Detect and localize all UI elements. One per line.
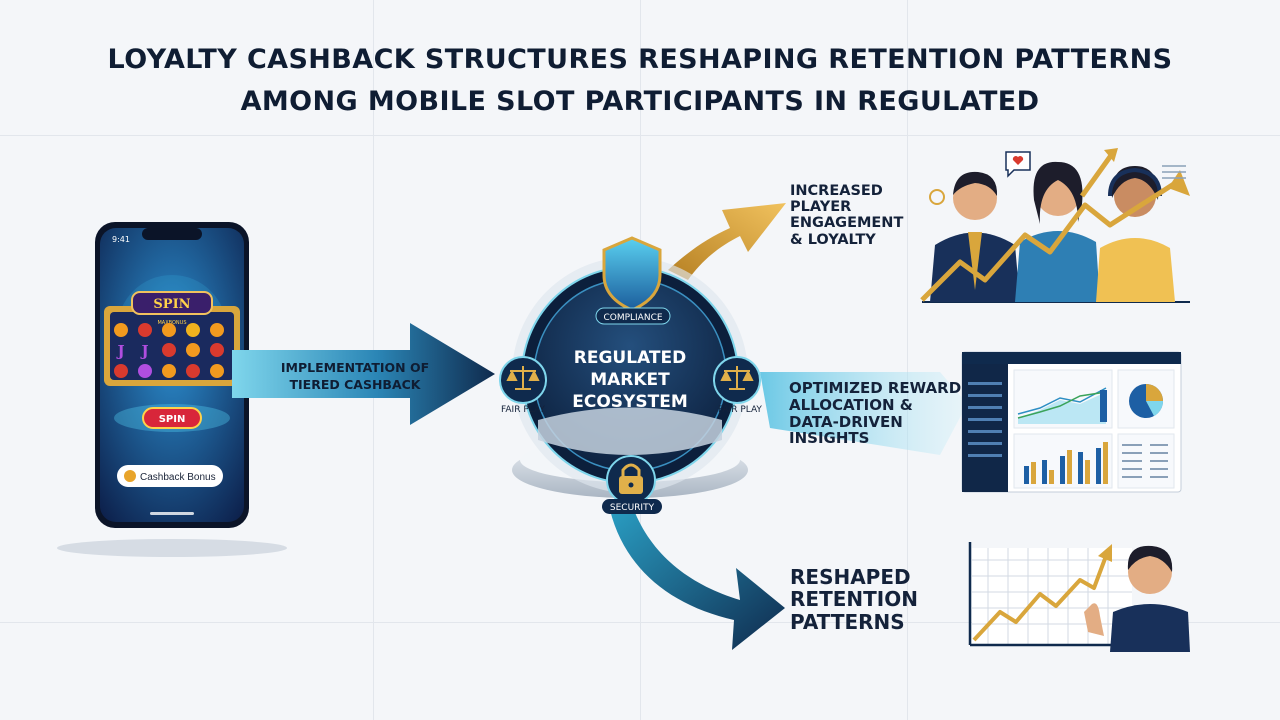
engagement-line-3: ENGAGEMENT	[790, 215, 904, 232]
compliance-label: COMPLIANCE	[603, 313, 662, 323]
analytics-dashboard	[961, 351, 1182, 493]
fair-play-left-label: FAIR PLAY	[501, 405, 545, 415]
grid-line	[0, 622, 1280, 623]
growth-illustration	[968, 542, 1190, 652]
engagement-line-4: & LOYALTY	[790, 231, 876, 248]
hub-ecosystem: REGULATED MARKET ECOSYSTEM COMPLIANCE FA…	[499, 236, 762, 514]
reward-label: OPTIMIZED REWARD ALLOCATION & DATA-DRIVE…	[789, 380, 961, 447]
slot-reels: J J	[114, 323, 224, 378]
security-label: SECURITY	[610, 503, 655, 513]
reward-line-4: INSIGHTS	[789, 429, 870, 448]
phone-illustration: 9:41 SPIN MAXBONUS J J SPIN Cashback Bon…	[57, 222, 287, 557]
hub-line-3: ECOSYSTEM	[572, 392, 687, 412]
implementation-label-1: IMPLEMENTATION OF	[281, 360, 429, 375]
reward-line-1: OPTIMIZED REWARD	[789, 379, 962, 397]
reward-line-3: DATA-DRIVEN	[789, 412, 903, 431]
reward-line-2: ALLOCATION &	[789, 395, 913, 414]
engagement-line-1: INCREASED	[790, 183, 883, 199]
team-illustration	[920, 148, 1190, 303]
implementation-arrow: IMPLEMENTATION OF TIERED CASHBACK	[232, 323, 495, 425]
hub-line-1: REGULATED	[574, 348, 686, 368]
engagement-label: INCREASED PLAYER ENGAGEMENT & LOYALTY	[790, 183, 903, 248]
insights-band	[760, 372, 964, 455]
retention-line-3: PATTERNS	[790, 609, 905, 634]
hub-line-2: MARKET	[590, 370, 670, 390]
status-time: 9:41	[112, 235, 130, 244]
implementation-label-2: TIERED CASHBACK	[290, 377, 422, 392]
lock-icon	[619, 463, 643, 494]
slot-subtitle: MAXBONUS	[157, 320, 186, 326]
title-line-2: AMONG MOBILE SLOT PARTICIPANTS IN REGULA…	[240, 86, 1040, 117]
scales-icon	[720, 366, 754, 390]
engagement-arrow	[668, 203, 786, 280]
grid-line	[0, 135, 1280, 136]
engagement-line-2: PLAYER	[790, 199, 852, 216]
cashback-badge[interactable]: Cashback Bonus	[140, 472, 216, 483]
scales-icon	[506, 366, 540, 390]
retention-line-1: RESHAPED	[790, 565, 911, 589]
retention-arrow	[610, 505, 785, 650]
retention-line-2: RETENTION	[790, 587, 918, 612]
svg-text:J: J	[139, 342, 148, 360]
fair-play-right-label: FAIR PLAY	[718, 405, 762, 415]
retention-label: RESHAPED RETENTION PATTERNS	[790, 565, 918, 634]
slot-logo: SPIN	[153, 297, 190, 312]
grid-line	[907, 0, 908, 720]
title-line-1: LOYALTY CASHBACK STRUCTURES RESHAPING RE…	[107, 44, 1173, 75]
spin-button[interactable]: SPIN	[159, 414, 186, 425]
svg-text:J: J	[115, 342, 124, 360]
